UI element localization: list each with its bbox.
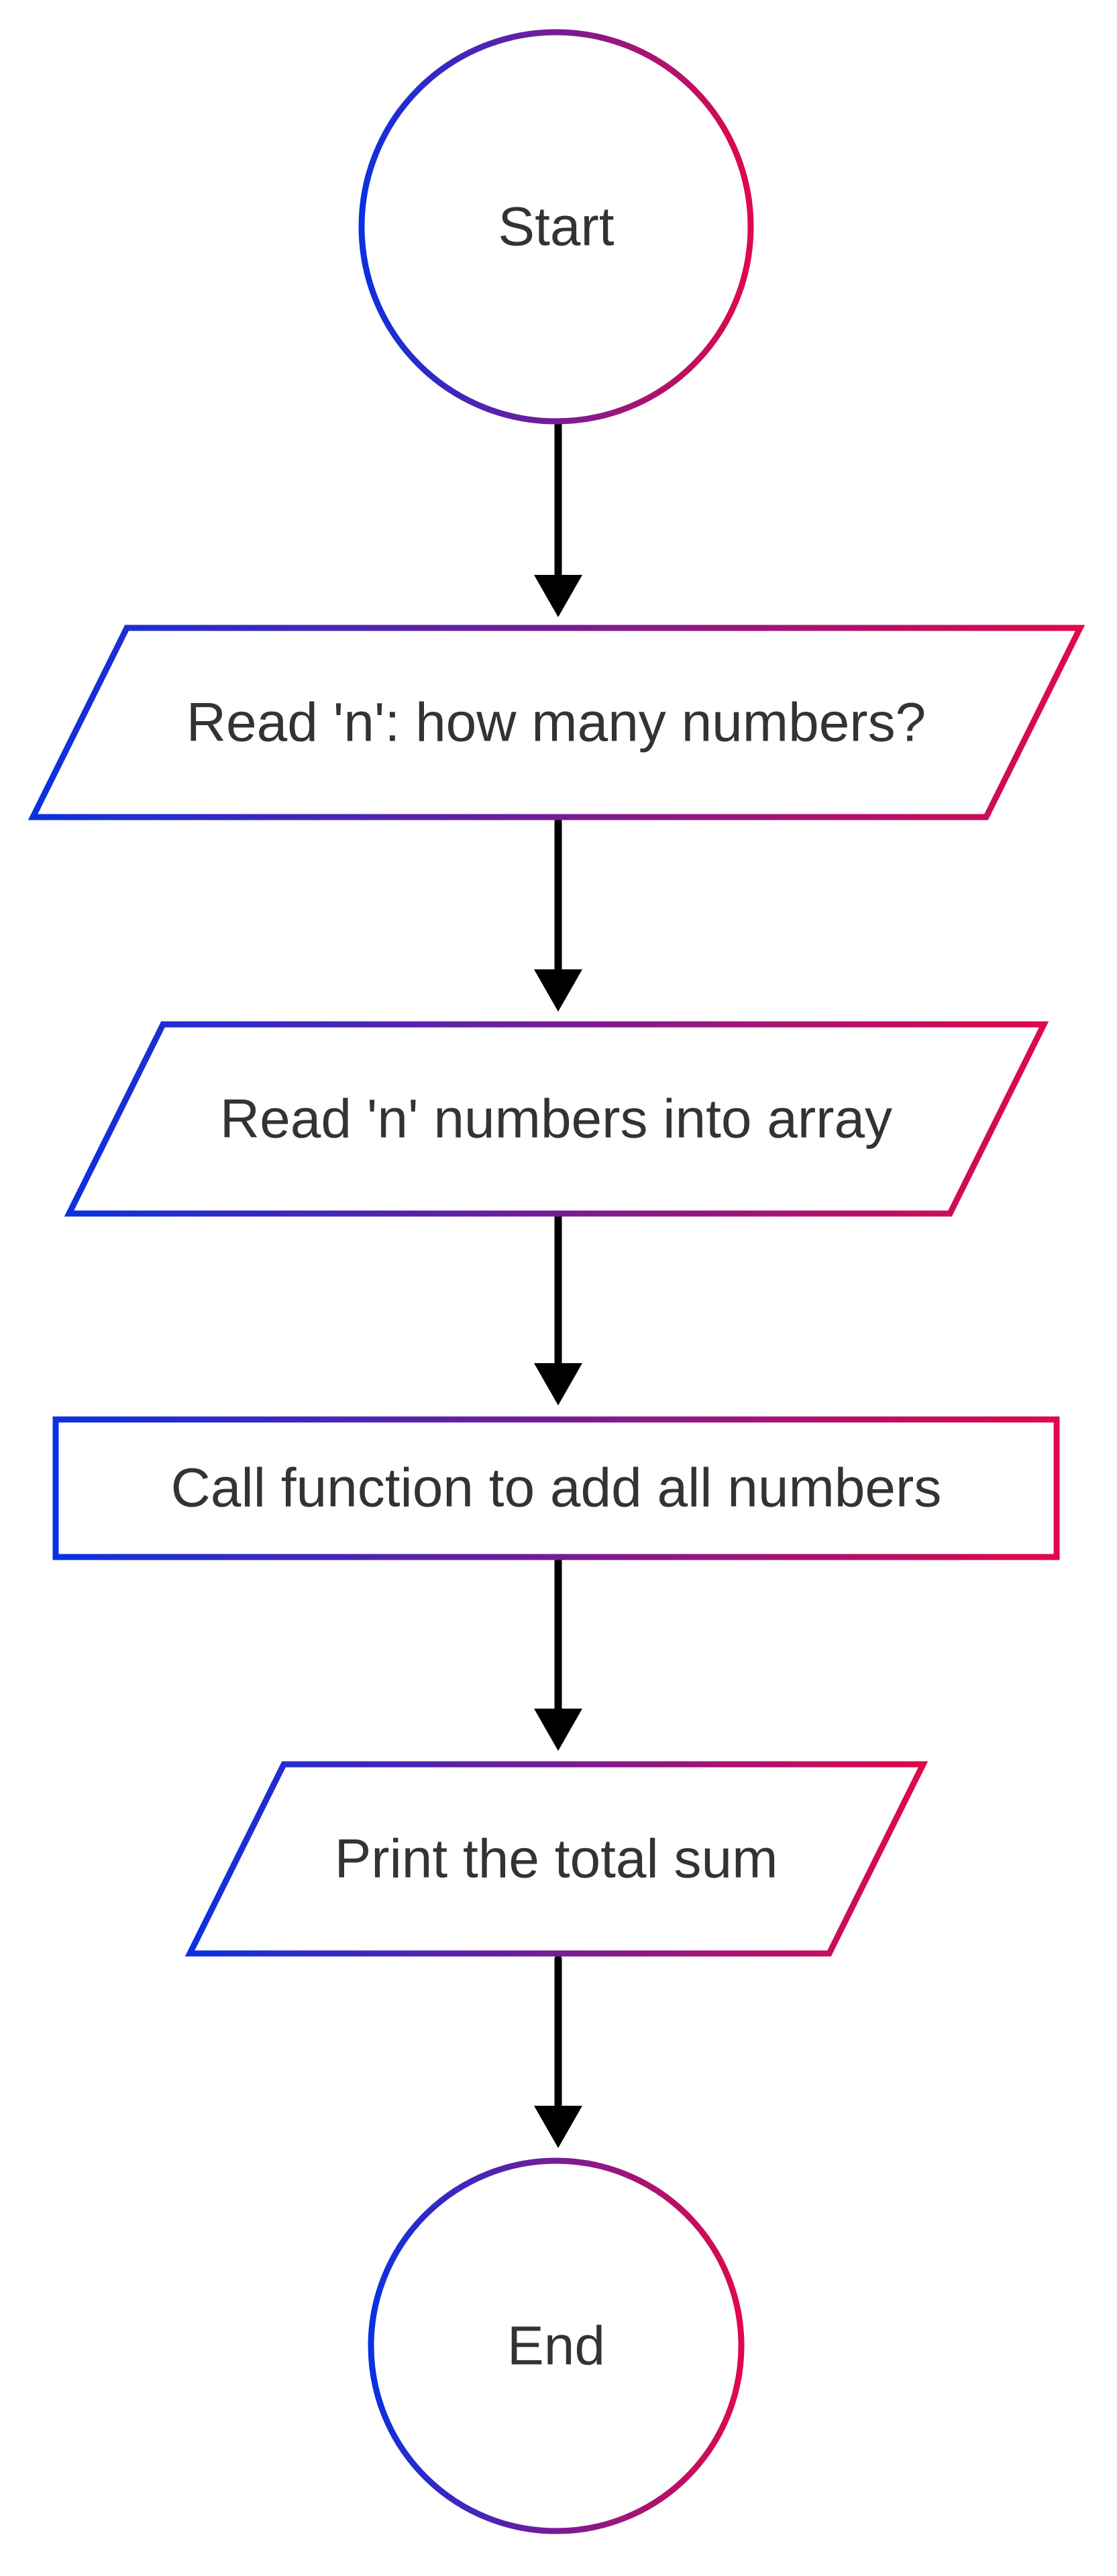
connector-print-sum-to-end [534, 1955, 582, 2148]
print-sum-output-node: Print the total sum [184, 1761, 928, 1957]
end-node: End [368, 2157, 745, 2534]
read-numbers-input-node: Read 'n' numbers into array [64, 1021, 1049, 1217]
connector-start-to-read-n [534, 419, 582, 617]
connector-call-function-to-print-sum [534, 1556, 582, 1751]
start-node: Start [358, 29, 754, 425]
read-n-input-node: Read 'n': how many numbers? [28, 625, 1085, 820]
start-node-label: Start [498, 197, 614, 258]
connector-read-n-to-read-numbers [534, 818, 582, 1012]
read-n-input-label: Read 'n': how many numbers? [187, 692, 926, 753]
connector-read-numbers-to-call-function [534, 1214, 582, 1405]
call-function-subroutine-node: Call function to add all numbers [52, 1416, 1060, 1560]
end-node-label: End [507, 2316, 605, 2377]
call-function-label: Call function to add all numbers [171, 1458, 942, 1519]
read-numbers-input-label: Read 'n' numbers into array [220, 1089, 892, 1150]
print-sum-output-label: Print the total sum [335, 1829, 778, 1890]
